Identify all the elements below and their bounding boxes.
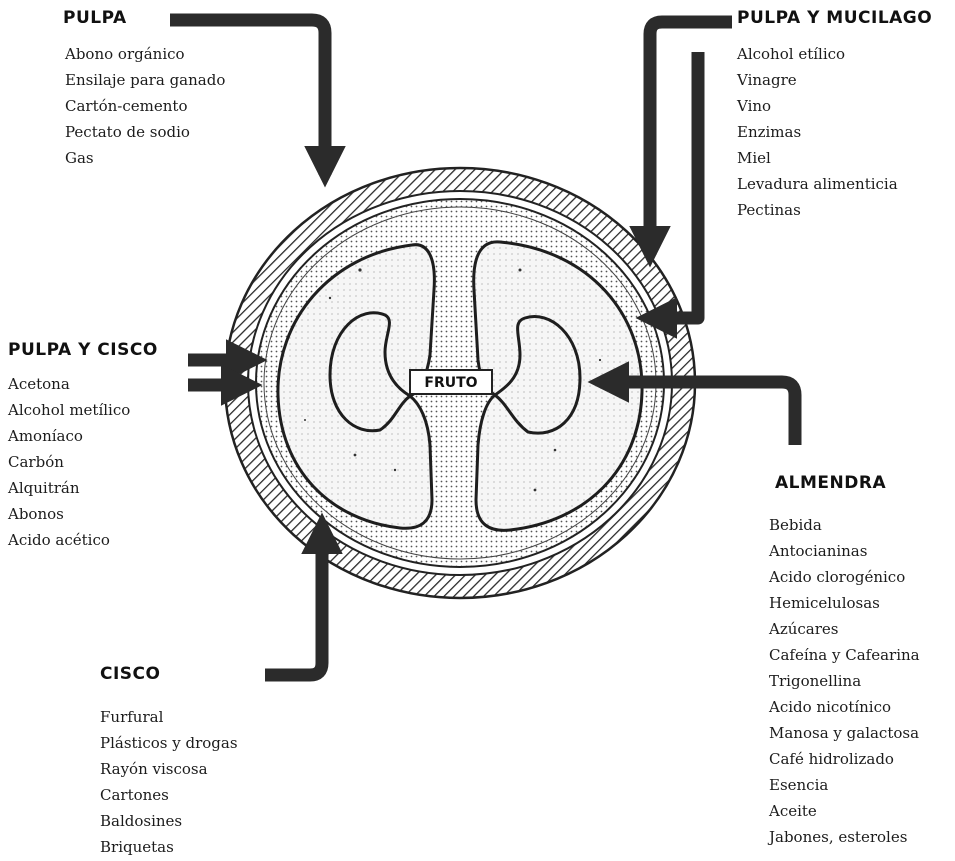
- list-item: Jabones, esteroles: [769, 824, 920, 850]
- list-almendra: Bebida Antocianinas Acido clorogénico He…: [769, 512, 920, 850]
- list-item: Ensilaje para ganado: [65, 67, 225, 93]
- list-item: Rayón viscosa: [100, 756, 238, 782]
- list-item: Plásticos y drogas: [100, 730, 238, 756]
- list-item: Hemicelulosas: [769, 590, 920, 616]
- list-item: Vino: [737, 93, 932, 119]
- list-item: Cafeína y Cafearina: [769, 642, 920, 668]
- heading-cisco: CISCO: [100, 664, 238, 684]
- list-item: Cartón-cemento: [65, 93, 225, 119]
- list-item: Alquitrán: [8, 475, 158, 501]
- list-item: Abonos: [8, 501, 158, 527]
- list-item: Cartones: [100, 782, 238, 808]
- list-pulpa: Abono orgánico Ensilaje para ganado Cart…: [65, 41, 225, 171]
- list-item: Furfural: [100, 704, 238, 730]
- group-pulpa-cisco: PULPA Y CISCO Acetona Alcohol metílico A…: [8, 340, 158, 553]
- list-item: Miel: [737, 145, 932, 171]
- list-item: Briquetas: [100, 834, 238, 860]
- list-pulpa-cisco: Acetona Alcohol metílico Amoníaco Carbón…: [8, 371, 158, 553]
- list-item: Manosa y galactosa: [769, 720, 920, 746]
- pulpa-mucilago-arrow: [650, 22, 732, 255]
- list-item: Esencia: [769, 772, 920, 798]
- list-item: Pectinas: [737, 197, 932, 223]
- list-item: Azúcares: [769, 616, 920, 642]
- list-item: Baldosines: [100, 808, 238, 834]
- heading-pulpa-cisco: PULPA Y CISCO: [8, 340, 158, 360]
- group-pulpa: PULPA Abono orgánico Ensilaje para ganad…: [63, 8, 225, 171]
- list-item: Abono orgánico: [65, 41, 225, 67]
- group-almendra: ALMENDRA Bebida Antocianinas Acido cloro…: [775, 473, 920, 850]
- list-item: Café hidrolizado: [769, 746, 920, 772]
- list-item: Antocianinas: [769, 538, 920, 564]
- list-item: Pectato de sodio: [65, 119, 225, 145]
- list-item: Alcohol etílico: [737, 41, 932, 67]
- heading-pulpa-mucilago: PULPA Y MUCILAGO: [737, 8, 932, 28]
- list-item: Acido nicotínico: [769, 694, 920, 720]
- group-pulpa-mucilago: PULPA Y MUCILAGO Alcohol etílico Vinagre…: [737, 8, 932, 223]
- list-item: Vinagre: [737, 67, 932, 93]
- list-item: Acetona: [8, 371, 158, 397]
- heading-pulpa: PULPA: [63, 8, 225, 28]
- fruto-label: FRUTO: [424, 375, 477, 391]
- group-cisco: CISCO Furfural Plásticos y drogas Rayón …: [100, 664, 238, 860]
- list-item: Acido acético: [8, 527, 158, 553]
- list-item: Acido clorogénico: [769, 564, 920, 590]
- list-item: Trigonellina: [769, 668, 920, 694]
- list-item: Carbón: [8, 449, 158, 475]
- heading-almendra: ALMENDRA: [775, 473, 920, 493]
- list-item: Bebida: [769, 512, 920, 538]
- list-item: Enzimas: [737, 119, 932, 145]
- list-cisco: Furfural Plásticos y drogas Rayón viscos…: [100, 704, 238, 860]
- list-item: Levadura alimenticia: [737, 171, 932, 197]
- list-item: Amoníaco: [8, 423, 158, 449]
- list-item: Alcohol metílico: [8, 397, 158, 423]
- list-item: Gas: [65, 145, 225, 171]
- list-item: Aceite: [769, 798, 920, 824]
- list-pulpa-mucilago: Alcohol etílico Vinagre Vino Enzimas Mie…: [737, 41, 932, 223]
